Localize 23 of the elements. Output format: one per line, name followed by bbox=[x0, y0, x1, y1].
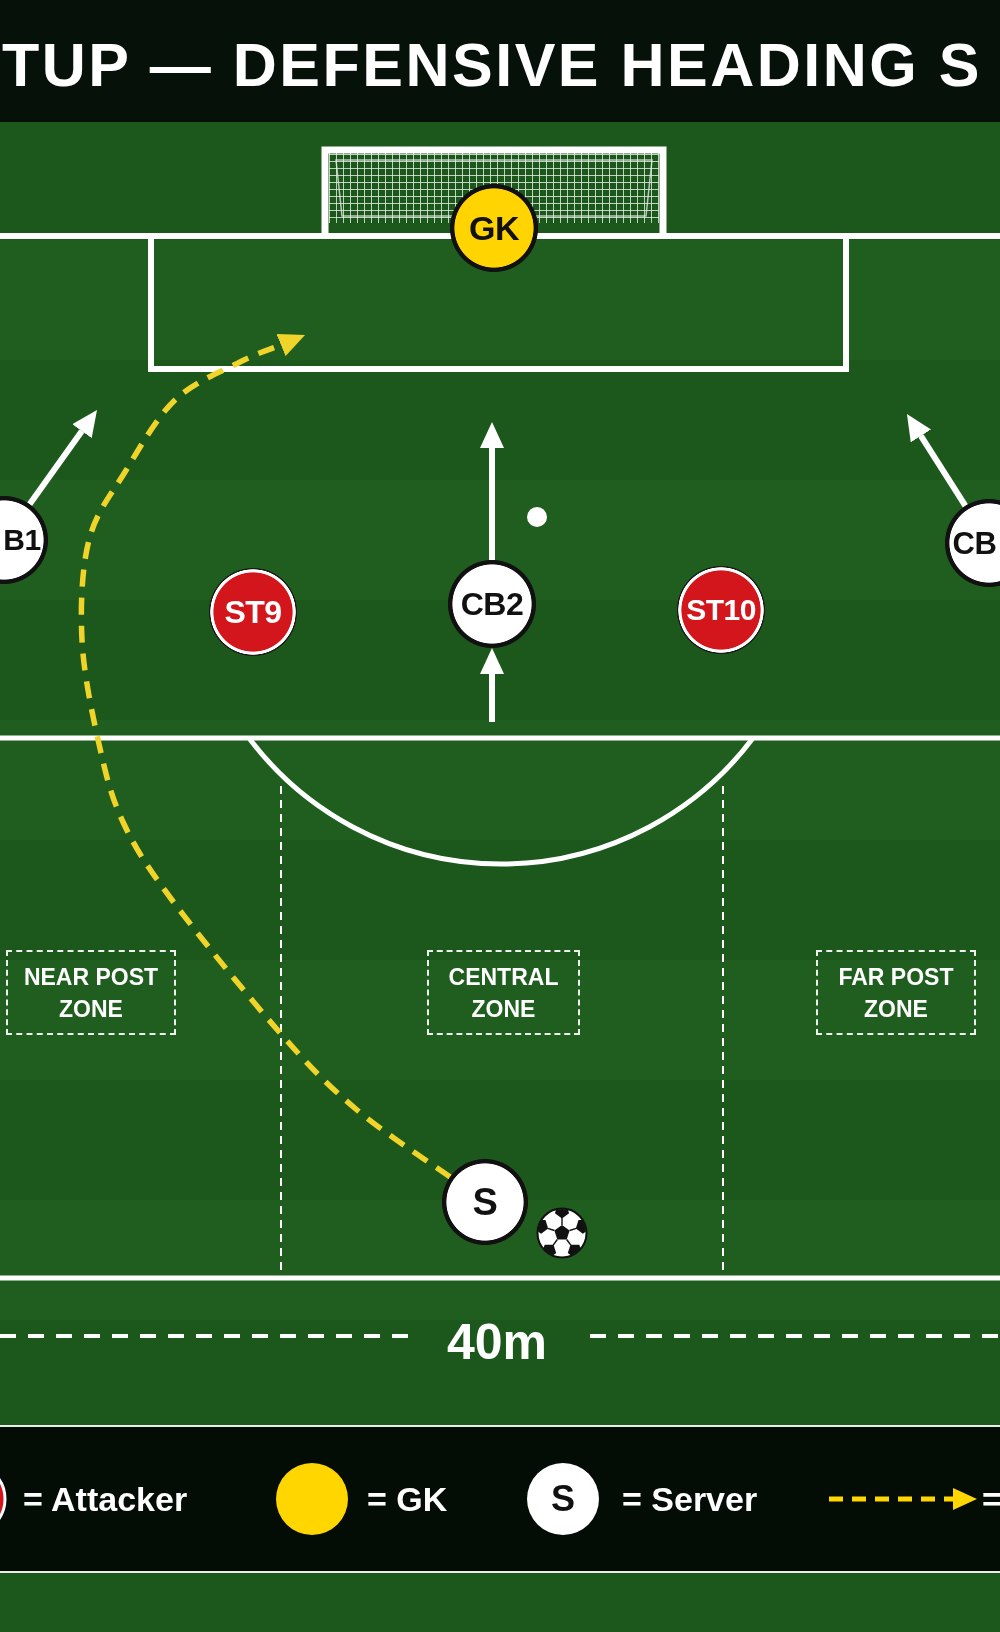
zone-box bbox=[6, 950, 176, 1035]
legend-text: = bbox=[982, 1479, 1000, 1519]
arrow bbox=[480, 648, 504, 722]
zone-label: NEAR POST ZONE bbox=[23, 962, 159, 1024]
zone-box bbox=[427, 950, 580, 1035]
legend-text: = GK bbox=[367, 1479, 448, 1519]
title-text: TUP — DEFENSIVE HEADING S bbox=[2, 34, 982, 96]
player-label: ST9 bbox=[224, 596, 282, 628]
dimension-label: 40m bbox=[446, 1314, 548, 1370]
legend-text: = Attacker bbox=[23, 1479, 188, 1519]
zone-box bbox=[816, 950, 976, 1035]
player-label: B1 bbox=[3, 525, 41, 555]
player-label: CB bbox=[952, 527, 997, 559]
player-marker bbox=[450, 184, 538, 272]
player-label: S bbox=[472, 1183, 498, 1221]
zone-label: CENTRAL ZONE bbox=[448, 962, 559, 1024]
player-label: GK bbox=[469, 211, 519, 245]
arrow bbox=[480, 422, 504, 560]
legend-text: = Server bbox=[622, 1479, 758, 1519]
player-label: ST10 bbox=[686, 595, 756, 625]
player-label: CB2 bbox=[460, 588, 524, 620]
zone-label: FAR POST ZONE bbox=[837, 962, 955, 1024]
player-marker bbox=[945, 499, 1000, 587]
